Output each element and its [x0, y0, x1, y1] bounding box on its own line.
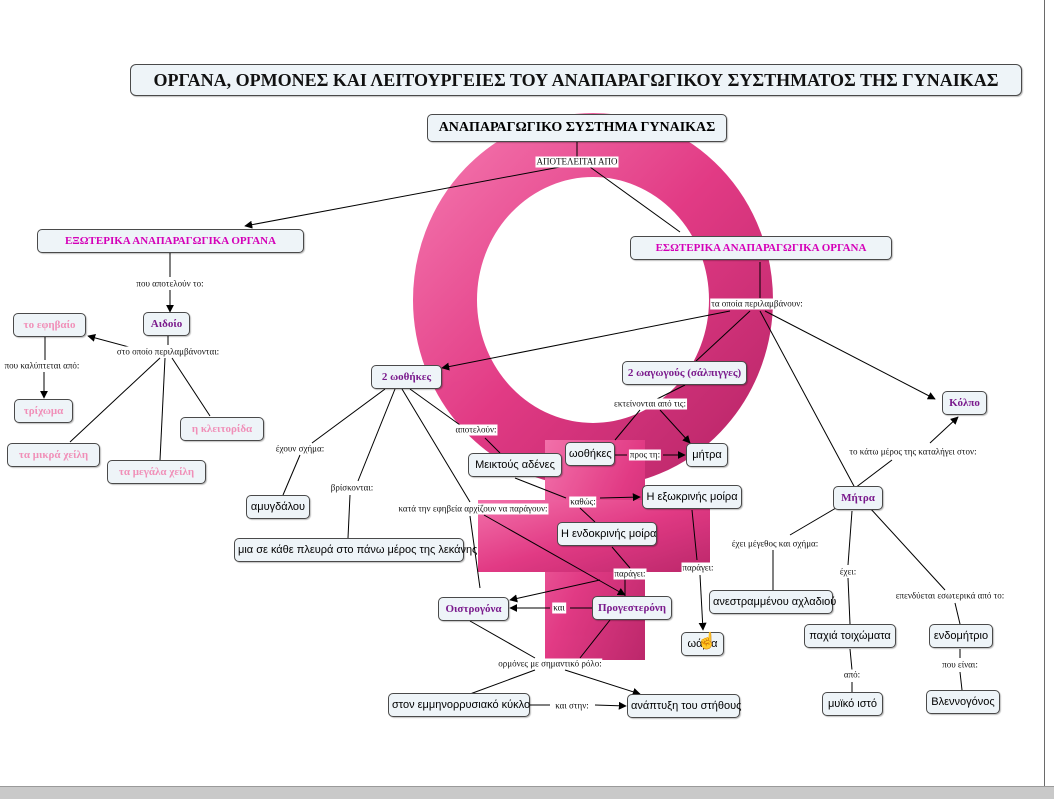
link-kalyptetai: που καλύπτεται από:	[3, 360, 81, 372]
link-pros: προς τη:	[628, 449, 662, 461]
node-internal[interactable]: ΕΣΩΤΕΡΙΚΑ ΑΝΑΠΑΡΑΓΩΓΙΚΑ ΟΡΓΑΝΑ	[630, 236, 892, 260]
link-apoteloun: αποτελούν:	[454, 424, 498, 436]
hand-cursor-icon: ☝	[697, 633, 717, 650]
window-edge-divider	[1044, 0, 1045, 786]
link-apotelountai: που αποτελούν το:	[135, 278, 205, 290]
node-endokrini[interactable]: Η ενδοκρινής μοίρα	[557, 522, 657, 546]
node-oistrogona[interactable]: Οιστρογόνα	[438, 597, 509, 621]
link-megethos: έχει μέγεθος και σχήμα:	[730, 538, 820, 550]
link-kai-stin: και στην:	[554, 700, 590, 712]
node-mygo[interactable]: μυϊκό ιστό	[822, 692, 883, 716]
node-emmino[interactable]: στον εμμηνορρυσιακό κύκλο	[388, 693, 530, 717]
link-periRight: τα οποία περιλαμβάνουν:	[710, 298, 804, 310]
link-apoteleitai: ΑΠΟΤΕΛΕΙΤΑΙ ΑΠΟ	[535, 156, 619, 168]
link-endyetai: επενδύεται εσωτερικά από το:	[894, 590, 1006, 602]
node-salpigges[interactable]: 2 ωαγωγούς (σάλπιγγες)	[622, 361, 747, 385]
node-mikra[interactable]: τα μικρά χείλη	[7, 443, 100, 467]
link-periLeft: στο οποίο περιλαμβάνονται:	[115, 346, 221, 358]
node-pleura[interactable]: μια σε κάθε πλευρά στο πάνω μέρος της λε…	[234, 538, 477, 562]
node-ovaria[interactable]: ωάρια	[681, 632, 724, 656]
link-apo: από:	[842, 669, 862, 681]
node-miktous-adenes[interactable]: Μεικτούς αδένες	[468, 453, 562, 477]
node-root[interactable]: ΑΝΑΠΑΡΑΓΩΓΙΚΟ ΣΥΣΤΗΜΑ ΓΥΝΑΙΚΑΣ	[427, 114, 727, 142]
node-endomitrio[interactable]: ενδομήτριο	[929, 624, 993, 648]
link-sxima: έχουν σχήμα:	[274, 443, 326, 455]
link-ormones: ορμόνες με σημαντικό ρόλο:	[497, 658, 603, 670]
link-pou-einai: που είναι:	[941, 659, 979, 671]
page-title: ΟΡΓΑΝΑ, ΟΡΜΟΝΕΣ ΚΑΙ ΛΕΙΤΟΥΡΓΕΙΕΣ ΤΟΥ ΑΝΑ…	[130, 64, 1022, 96]
node-amygdalou[interactable]: αμυγδάλου	[246, 495, 310, 519]
link-exei: έχει:	[838, 566, 858, 578]
node-vlennogonos[interactable]: Βλεννογόνος	[926, 690, 1000, 714]
node-kolpo[interactable]: Κόλπο	[942, 391, 987, 415]
link-paragei-exokrini: παράγει:	[681, 562, 715, 574]
node-anaptyxi[interactable]: ανάπτυξη του στήθους	[627, 694, 741, 718]
node-mitra-small[interactable]: μήτρα	[686, 443, 728, 467]
node-kleitorida[interactable]: η κλειτορίδα	[180, 417, 264, 441]
node-aidoio[interactable]: Αιδοίο	[143, 312, 190, 336]
link-efiveia: κατά την εφηβεία αρχίζουν να παράγουν:	[397, 503, 549, 515]
node-trixoma[interactable]: τρίχωμα	[14, 399, 73, 423]
link-kato: το κάτω μέρος της καταλήγει στον:	[848, 446, 978, 458]
node-efivaio[interactable]: το εφηβαίο	[13, 313, 86, 337]
node-paxia[interactable]: παχιά τοιχώματα	[804, 624, 896, 648]
node-axladiou[interactable]: ανεστραμμένου αχλαδιού	[709, 590, 836, 614]
link-paragei-endokrini: παράγει:	[613, 568, 647, 580]
link-kai: και	[552, 602, 566, 614]
status-bar	[0, 786, 1054, 799]
female-symbol-background	[413, 113, 773, 660]
node-progesteroni[interactable]: Προγεστερόνη	[592, 596, 672, 620]
connection-lines	[40, 140, 963, 710]
node-exokrini[interactable]: Η εξωκρινής μοίρα	[642, 485, 742, 509]
node-oothikes[interactable]: ωοθήκες	[565, 442, 615, 466]
node-2-oothikes[interactable]: 2 ωοθήκες	[371, 365, 442, 389]
link-vriskontai: βρίσκονται:	[329, 482, 375, 494]
link-ekteinontai: εκτείνονται από τις:	[613, 398, 687, 410]
node-external[interactable]: ΕΞΩΤΕΡΙΚΑ ΑΝΑΠΑΡΑΓΩΓΙΚΑ ΟΡΓΑΝΑ	[37, 229, 304, 253]
node-megala[interactable]: τα μεγάλα χείλη	[107, 460, 206, 484]
node-mitra[interactable]: Μήτρα	[833, 486, 883, 510]
link-kathos: καθώς:	[569, 496, 597, 508]
